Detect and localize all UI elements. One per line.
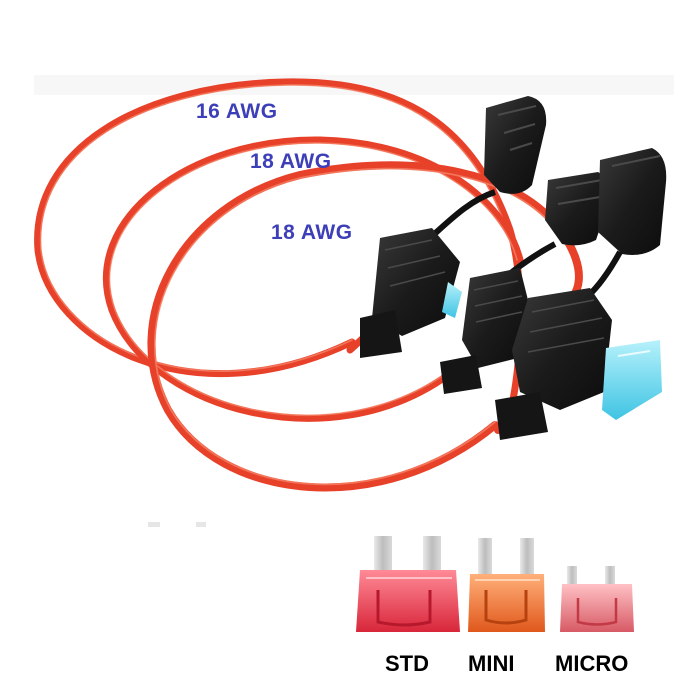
blade-fuse-std-icon xyxy=(356,536,460,632)
fuse-holder-icon xyxy=(360,96,547,358)
wire-18awg-b-highlight xyxy=(154,167,557,486)
fuse-caption-mini: MINI xyxy=(468,651,515,676)
wire-gauge-label-18awg: 18 AWG xyxy=(271,221,353,244)
wire-gauge-label-16awg: 16 AWG xyxy=(196,100,278,123)
blade-fuse-mini-icon xyxy=(468,538,545,632)
wire-gauge-label-18awg: 18 AWG xyxy=(250,150,332,173)
fuse-caption-std: STD xyxy=(385,651,429,676)
fuse-holder-icon xyxy=(440,172,608,394)
fuse-holder-icon xyxy=(495,148,667,440)
fuse-caption-micro: MICRO xyxy=(555,651,629,676)
blade-fuse-micro-icon xyxy=(560,566,634,632)
